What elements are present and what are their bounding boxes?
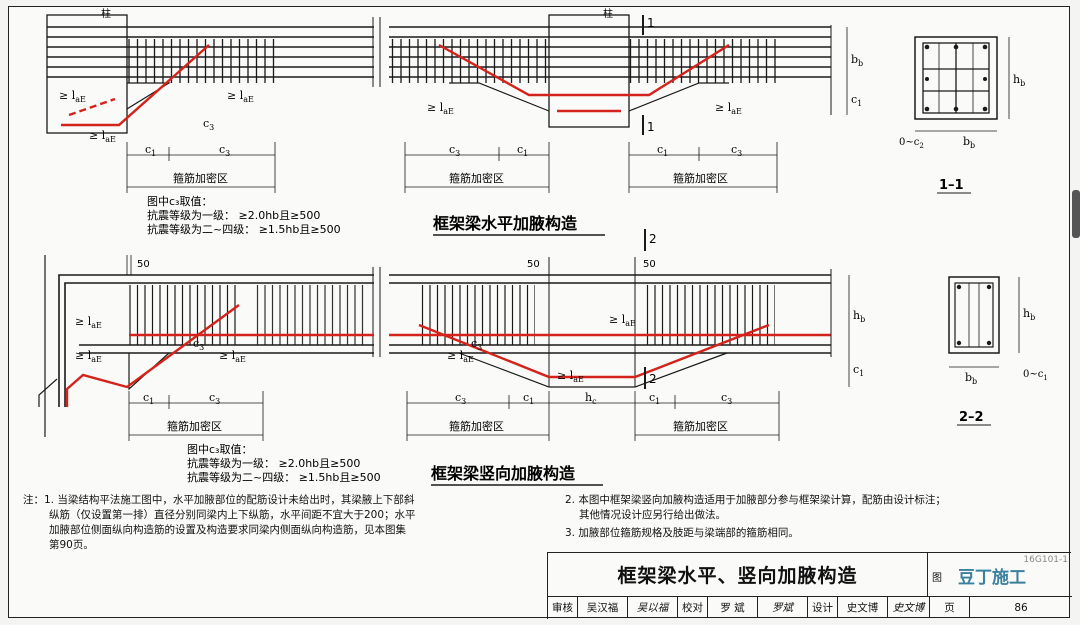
stirrup-zone-label: 箍筋加密区 (173, 171, 228, 185)
vertical-haunch-elevation: 50 50 50 ≥ laE (38, 229, 865, 486)
title-block-signatures: 审核 吴汉福 吴以福 校对 罗 斌 罗斌 设计 史文博 史文博 页 86 (548, 597, 1072, 618)
c1-label: c1 (145, 143, 156, 158)
section-marker-2: 2 (649, 232, 657, 246)
design-label: 设计 (808, 597, 838, 618)
note-1-line: 加腋部位侧面纵向构造筋的设置及构造要求同梁内侧面纵向构造筋，见本图集 (49, 524, 406, 536)
lae-label: ≥ laE (609, 313, 636, 328)
watermark: 豆丁施工 (958, 568, 1026, 588)
hc-label: hc (585, 391, 597, 406)
c3-note-line: 抗震等级为一级： ≥2.0hb且≥500 (147, 208, 320, 222)
c3-note-line: 抗震等级为二~四级： ≥1.5hb且≥500 (147, 222, 341, 236)
lae-label: ≥ laE (715, 101, 742, 116)
horizontal-haunch-elevation: 柱 柱 (46, 7, 863, 236)
stirrup-zone-label: 箍筋加密区 (673, 171, 728, 185)
c1-label: c1 (853, 363, 864, 378)
c3-label: c3 (219, 143, 230, 158)
c1-label: c1 (851, 93, 862, 108)
section-2-2-label: 2–2 (959, 410, 984, 425)
zero-c1-label: 0~c1 (1023, 369, 1048, 382)
c1-label: c1 (523, 391, 534, 406)
section-marker-2b: 2 (649, 372, 657, 386)
review-sign: 吴以福 (628, 597, 678, 618)
c1-label: c1 (143, 391, 154, 406)
title-block-title: 框架梁水平、竖向加腋构造 (548, 553, 928, 597)
lae-label: ≥ laE (59, 89, 86, 104)
scrollbar-thumb[interactable] (1072, 190, 1080, 238)
column-label: 柱 (101, 7, 111, 20)
stirrup-zone-label: 箍筋加密区 (449, 171, 504, 185)
lae-label: ≥ laE (219, 349, 246, 364)
lae-label: ≥ laE (227, 89, 254, 104)
bb-label: bb (965, 371, 977, 386)
lae-label: ≥ laE (427, 101, 454, 116)
c3-label: c3 (449, 143, 460, 158)
page-label: 页 (930, 597, 970, 618)
c3-label: c3 (455, 391, 466, 406)
hb-label: hb (1013, 73, 1025, 88)
notes-left: 注：1. 当梁结构平法施工图中，水平加腋部位的配筋设计未给出时，其梁腋上下部斜 … (23, 493, 563, 553)
lae-label: ≥ laE (75, 349, 102, 364)
note-2-line: 其他情况设计应另行给出做法。 (579, 509, 726, 521)
horizontal-haunch-title: 框架梁水平加腋构造 (433, 214, 578, 233)
section-marker-1: 1 (647, 16, 655, 30)
lae-label: ≥ laE (75, 315, 102, 330)
section-1-1: hb 0~c2 bb 1–1 (899, 36, 1025, 194)
drawing-canvas: 柱 柱 (38, 7, 1048, 486)
section-marker-1b: 1 (647, 120, 655, 134)
c3-label: c3 (471, 337, 482, 352)
vertical-haunch-title: 框架梁竖向加腋构造 (431, 464, 576, 483)
c1-label: c1 (657, 143, 668, 158)
page-number: 86 (1014, 601, 1028, 614)
note-1-line: 第90页。 (49, 539, 94, 551)
c3-label: c3 (193, 337, 204, 352)
lae-label: ≥ laE (447, 349, 474, 364)
c3-note-line: 抗震等级为一级： ≥2.0hb且≥500 (187, 456, 360, 470)
review-name: 吴汉福 (578, 597, 628, 618)
atlas-label: 图 (932, 573, 942, 584)
section-2-2: hb 0~c1 bb 2–2 (948, 276, 1048, 426)
c3-note-line: 抗震等级为二~四级： ≥1.5hb且≥500 (187, 470, 381, 484)
atlas-number: 16G101-1 (1023, 555, 1068, 565)
c1-label: c1 (649, 391, 660, 406)
notes-right: 2. 本图中框架梁竖向加腋构造适用于加腋部分参与框架梁计算，配筋由设计标注； 其… (565, 493, 1065, 541)
design-name: 史文博 (838, 597, 888, 618)
hb-label: hb (853, 309, 865, 324)
check-label: 校对 (678, 597, 708, 618)
c3-label: c3 (731, 143, 742, 158)
c3-note-title: 图中c₃取值： (187, 443, 252, 456)
c3-label: c3 (721, 391, 732, 406)
title-block: 框架梁水平、竖向加腋构造 图 豆丁施工 16G101-1 审核 吴汉福 吴以福 … (547, 552, 1072, 619)
drawing-sheet: 柱 柱 (8, 6, 1072, 619)
note-1-line: 纵筋（仅设置第一排）直径分别同梁内上下纵筋，水平间距不宜大于200；水平 (49, 509, 416, 521)
check-sign: 罗斌 (758, 597, 808, 618)
hb-label: hb (1023, 307, 1035, 322)
stirrup-zone-label: 箍筋加密区 (673, 419, 728, 433)
lae-label: ≥ laE (557, 369, 584, 384)
c1-label: c1 (517, 143, 528, 158)
bb-label: bb (963, 135, 975, 150)
title-block-atlas: 图 豆丁施工 16G101-1 (928, 553, 1072, 597)
stirrup-zone-label: 箍筋加密区 (449, 419, 504, 433)
stirrup-zone-label: 箍筋加密区 (167, 419, 222, 433)
c3-note-title: 图中c₃取值： (147, 195, 212, 208)
hb-label: bb (851, 53, 863, 68)
note-2-line: 2. 本图中框架梁竖向加腋构造适用于加腋部分参与框架梁计算，配筋由设计标注； (565, 494, 946, 506)
dim-50: 50 (527, 259, 540, 270)
zero-c2-label: 0~c2 (899, 137, 924, 150)
note-3-line: 3. 加腋部位箍筋规格及肢距与梁端部的箍筋相同。 (565, 527, 799, 539)
section-1-1-label: 1–1 (939, 178, 964, 193)
column-label-2: 柱 (603, 7, 613, 20)
dim-50: 50 (137, 259, 150, 270)
check-name: 罗 斌 (708, 597, 758, 618)
c3-label: c3 (209, 391, 220, 406)
note-1-line: 注：1. 当梁结构平法施工图中，水平加腋部位的配筋设计未给出时，其梁腋上下部斜 (23, 494, 415, 506)
c3-label: c3 (203, 117, 214, 132)
lae-label: ≥ laE (89, 129, 116, 144)
review-label: 审核 (548, 597, 578, 618)
dim-50: 50 (643, 259, 656, 270)
design-sign: 史文博 (888, 597, 930, 618)
